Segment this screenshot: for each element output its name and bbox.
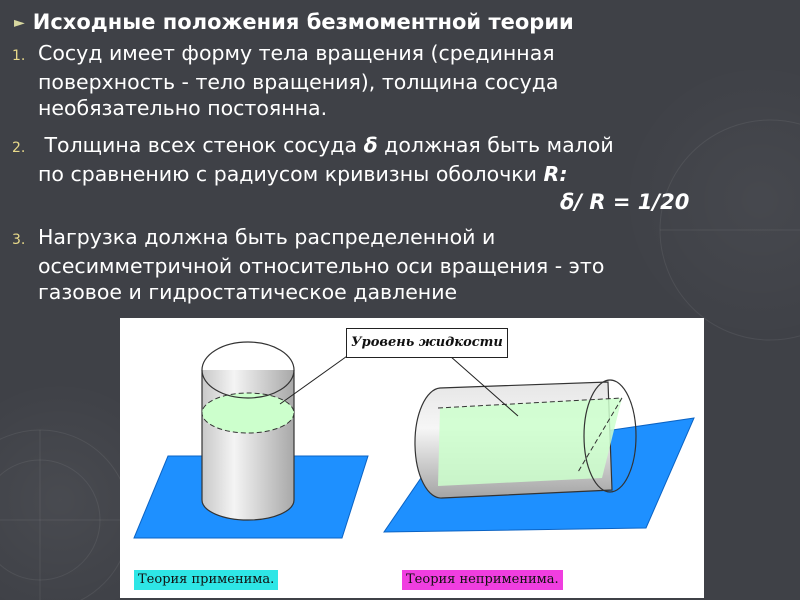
callout-pointer-left	[279, 353, 351, 405]
vessel-illustration	[133, 341, 695, 539]
list-number: 1.	[12, 48, 26, 64]
item-1-line-1: Сосуд имеет форму тела вращения (срединн…	[38, 41, 555, 65]
liquid-level-callout: Уровень жидкости	[346, 328, 508, 358]
caption-applicable: Теория применима.	[134, 570, 279, 590]
vessel-figure: Уровень жидкости Теория применима. Теори…	[120, 318, 704, 598]
list-number: 3.	[12, 232, 26, 248]
delta-symbol: δ	[363, 133, 378, 157]
thickness-ratio-formula: δ/ R = 1/20	[560, 190, 690, 214]
horizontal-cylinder	[414, 379, 637, 499]
item-2-line-2: по сравнению с радиусом кривизны оболочк…	[38, 162, 544, 186]
item-1-line-2: поверхность - тело вращения), толщина со…	[38, 70, 559, 94]
item-2-line-1-tail: должная быть малой	[377, 133, 614, 157]
vertical-cylinder	[201, 341, 295, 521]
item-1-line-3: необязательно постоянна.	[38, 96, 328, 120]
list-item-3: 3.Нагрузка должна быть распределенной и …	[12, 224, 604, 305]
item-3-line-3: газовое и гидростатическое давление	[38, 280, 458, 304]
item-3-line-2: осесимметричной относительно оси вращени…	[38, 254, 605, 278]
item-2-line-1: Толщина всех стенок сосуда	[38, 133, 364, 157]
slide-title: Исходные положения безмоментной теории	[32, 10, 574, 34]
list-item-1: 1. Сосуд имеет форму тела вращения (среди…	[12, 40, 559, 121]
caption-not-applicable: Теория неприменима.	[402, 570, 563, 590]
item-3-line-1: Нагрузка должна быть распределенной и	[38, 225, 496, 249]
callout-pointer-right	[449, 355, 519, 417]
bullet-arrow-icon: ►	[14, 15, 25, 31]
slide-heading: ► Исходные положения безмоментной теории	[14, 10, 574, 34]
list-number: 2.	[12, 140, 26, 156]
list-item-2: 2. Толщина всех стенок сосуда δ должная …	[12, 132, 614, 187]
radius-symbol: R:	[543, 162, 568, 186]
